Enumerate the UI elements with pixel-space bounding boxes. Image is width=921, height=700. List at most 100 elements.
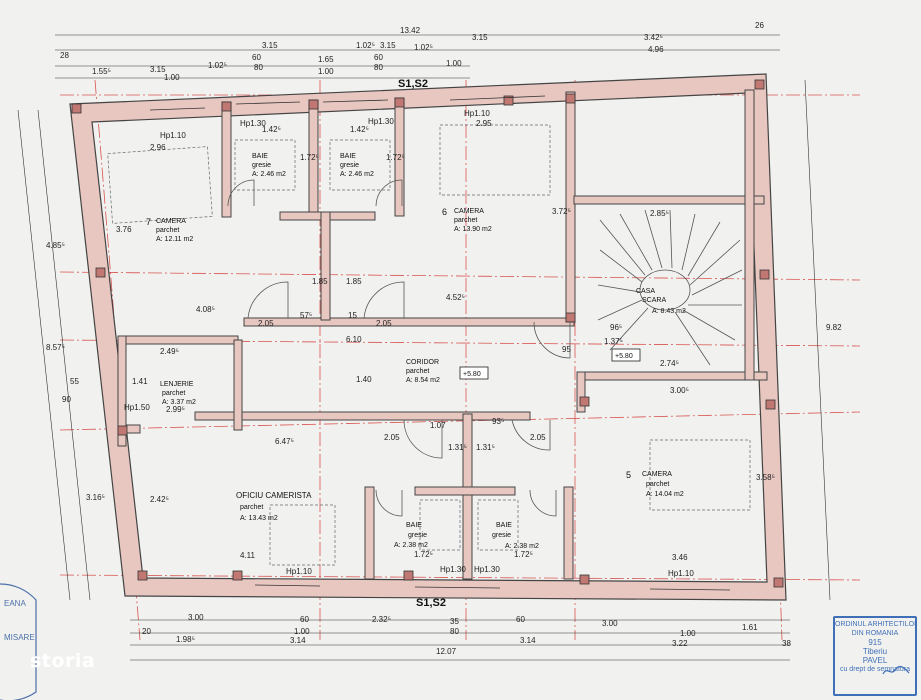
room-camera-5: 5 CAMERA parchet A: 14.04 m2 bbox=[626, 470, 684, 498]
room-oficiu-camerista: OFICIU CAMERISTA parchet A: 13.43 m2 bbox=[236, 491, 312, 522]
dim-label: 80 bbox=[450, 627, 459, 636]
room-name: BAIE bbox=[406, 522, 422, 529]
dim-label: 3.00⁵ bbox=[670, 386, 689, 395]
dim-label: 1.02⁵ bbox=[414, 43, 433, 52]
dimension-lines bbox=[17, 34, 831, 661]
stamp-number: 915 bbox=[868, 638, 882, 647]
room-name: CAMERA bbox=[642, 471, 672, 478]
dim-label: 15 bbox=[348, 311, 357, 320]
room-area: A: 13.90 m2 bbox=[454, 226, 492, 233]
room-coridor: CORIDOR parchet A: 8.54 m2 +5.80 bbox=[406, 359, 489, 384]
dim-label: Hp1.30 bbox=[474, 565, 500, 574]
room-lenjerie: LENJERIE parchet A: 3.37 m2 bbox=[160, 381, 196, 406]
circle-stamp: EANA MISARE bbox=[0, 583, 37, 700]
room-area: A: 3.37 m2 bbox=[162, 399, 196, 406]
room-name: BAIE bbox=[340, 153, 356, 160]
level-label: +5.80 bbox=[463, 371, 481, 378]
dims-hp-top: Hp1.30 Hp1.30 Hp1.10 Hp1.10 bbox=[160, 109, 490, 140]
architect-stamp: ORDINUL ARHITECTILOR DIN ROMANIA 915 Tib… bbox=[833, 616, 917, 696]
dim-label: 90 bbox=[62, 395, 71, 404]
dim-label: 20 bbox=[142, 627, 151, 636]
dim-label: 1.72⁵ bbox=[514, 550, 533, 559]
dim-label: 1.85 bbox=[346, 277, 362, 286]
room-area: A: 12.11 m2 bbox=[156, 236, 193, 243]
dim-label: 60 bbox=[516, 615, 525, 624]
dim-label: 1.02⁵ bbox=[356, 41, 375, 50]
room-name: OFICIU CAMERISTA bbox=[236, 491, 312, 500]
room-name: LENJERIE bbox=[160, 381, 194, 388]
dim-label: 3.00 bbox=[188, 613, 204, 622]
dim-label: 2.42⁵ bbox=[150, 495, 169, 504]
dim-label: 1.31⁵ bbox=[448, 443, 467, 452]
dim-label: 3.42⁵ bbox=[644, 33, 663, 42]
storia-logo: storia bbox=[30, 650, 96, 672]
windows bbox=[149, 95, 731, 591]
room-name: CORIDOR bbox=[406, 359, 439, 366]
dim-label: 1.07 bbox=[430, 421, 446, 430]
room-floor: parchet bbox=[406, 368, 429, 375]
dim-label: 80 bbox=[254, 63, 263, 72]
dim-label: 35 bbox=[450, 617, 459, 626]
dim-label: 1.00 bbox=[164, 73, 180, 82]
dim-label: 1.41 bbox=[132, 377, 148, 386]
dim-label: 2.95 bbox=[476, 119, 492, 128]
dim-label: Hp1.50 bbox=[124, 403, 150, 412]
dim-label: 28 bbox=[60, 51, 69, 60]
dim-label: 2.74⁵ bbox=[660, 359, 679, 368]
dim-label: 1.61 bbox=[742, 623, 758, 632]
stamp-name2: PAVEL bbox=[862, 656, 888, 665]
room-area: A: 14.04 m2 bbox=[646, 491, 684, 498]
furniture bbox=[107, 124, 751, 566]
room-baie-2: BAIE gresie A: 2.46 m2 bbox=[340, 153, 374, 178]
room-area: A: 2.46 m2 bbox=[252, 171, 286, 178]
dim-label: 2.05 bbox=[376, 319, 392, 328]
room-camera-6: 6 CAMERA parchet A: 13.90 m2 bbox=[442, 207, 492, 233]
dim-label: 2.99⁵ bbox=[166, 405, 185, 414]
room-floor: gresie bbox=[408, 532, 427, 539]
dim-label: 1.00 bbox=[680, 629, 696, 638]
dim-label: 38 bbox=[782, 639, 791, 648]
dim-label: 8.57⁵ bbox=[46, 343, 65, 352]
dims-hp-bottom: Hp1.10 Hp1.30 Hp1.30 Hp1.10 bbox=[286, 565, 694, 578]
columns bbox=[71, 79, 784, 588]
dim-label: 2.05 bbox=[258, 319, 274, 328]
level-box bbox=[459, 366, 489, 380]
dim-label: 3.15 bbox=[262, 41, 278, 50]
dim-label: 1.72⁵ bbox=[414, 550, 433, 559]
dim-label: 2.85⁵ bbox=[650, 209, 669, 218]
room-baie-4: BAIE gresie A: 2.38 m2 bbox=[492, 522, 539, 550]
dim-label: Hp1.30 bbox=[240, 119, 266, 128]
dim-label: 1.37⁵ bbox=[604, 337, 623, 346]
room-baie-1: BAIE gresie A: 2.46 m2 bbox=[252, 153, 286, 178]
dim-label: 60 bbox=[374, 53, 383, 62]
room-floor: gresie bbox=[340, 162, 359, 169]
dim-label: 1.72⁵ bbox=[386, 153, 405, 162]
dim-label: 1.31⁵ bbox=[476, 443, 495, 452]
dims-top-row1b: 1.55⁵ 1.02⁵ 3.42⁵ 4.96 bbox=[92, 33, 664, 76]
dim-label: 60 bbox=[300, 615, 309, 624]
dims-inner: 2.96 1.42⁵ 1.42⁵ 2.95 1.72⁵ 1.72⁵ 3.76 3… bbox=[116, 119, 775, 562]
dim-label: 1.98⁵ bbox=[176, 635, 195, 644]
level-label: +5.80 bbox=[615, 353, 633, 360]
room-floor: parchet bbox=[156, 227, 179, 234]
stamp-line1: ORDINUL ARHITECTILOR bbox=[835, 621, 915, 628]
room-name: CAMERA bbox=[454, 208, 484, 215]
dim-label: 26 bbox=[755, 21, 764, 30]
room-floor: parchet bbox=[454, 217, 477, 224]
dim-label: 95 bbox=[562, 345, 571, 354]
room-baie-3: BAIE gresie A: 2.38 m2 bbox=[394, 522, 428, 549]
dims-right: 9.82 bbox=[826, 323, 842, 332]
dim-label: 93⁵ bbox=[492, 417, 504, 426]
dim-label: 1.02⁵ bbox=[208, 61, 227, 70]
room-name: CASA bbox=[636, 288, 655, 295]
section-mark-bottom: S1,S2 bbox=[416, 597, 446, 609]
staircase bbox=[597, 209, 743, 366]
room-floor: parchet bbox=[240, 504, 263, 511]
room-name-2: SCARA bbox=[642, 297, 666, 304]
dim-label: 2.05 bbox=[530, 433, 546, 442]
dims-bottom-row3: 1.98⁵ 3.14 80 3.14 3.22 38 bbox=[176, 627, 791, 648]
dim-label: Hp1.10 bbox=[160, 131, 186, 140]
stamp-name1: Tiberiu bbox=[862, 647, 888, 656]
dim-label: 60 bbox=[252, 53, 261, 62]
